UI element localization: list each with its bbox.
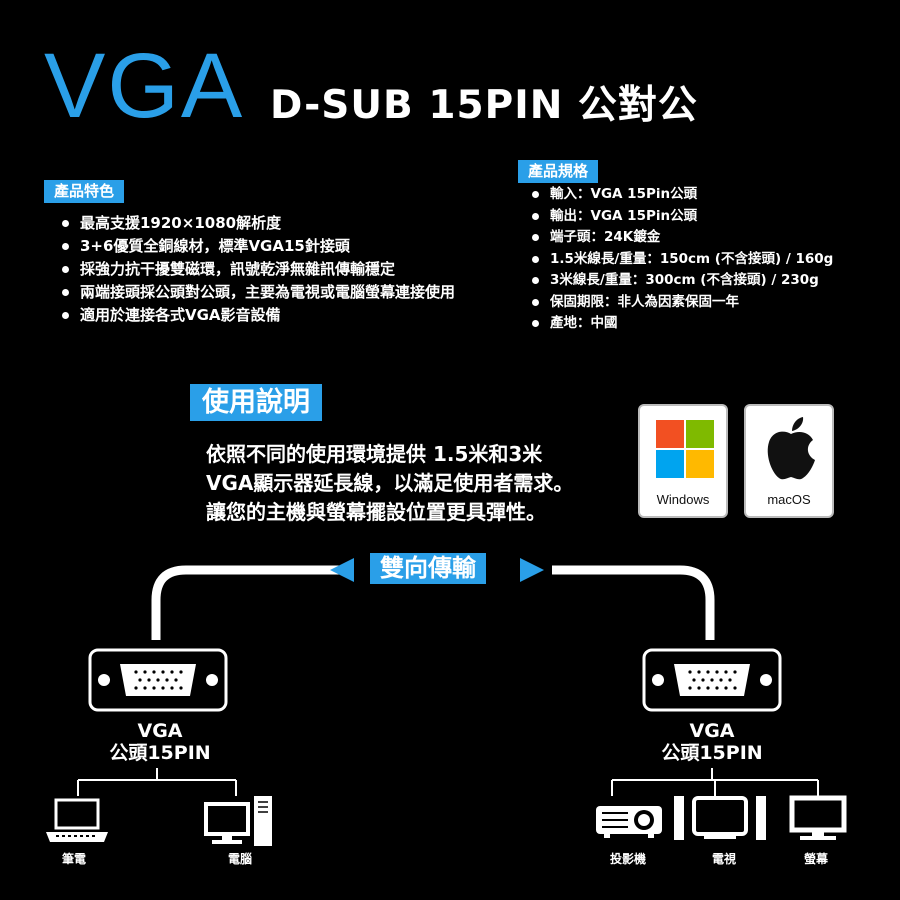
connector-spec: 公頭15PIN	[109, 742, 211, 764]
usage-line: 讓您的主機與螢幕擺設位置更具彈性。	[206, 500, 546, 524]
feature-item: 採強力抗干擾雙磁環，訊號乾淨無雜訊傳輸穩定	[58, 258, 528, 281]
spec-item: 產地：中國	[528, 313, 888, 335]
feature-item: 適用於連接各式VGA影音設備	[58, 304, 528, 327]
arrow-right-icon	[520, 558, 544, 582]
device-label-monitor: 螢幕	[804, 852, 829, 866]
vga-connector-left-icon	[88, 648, 228, 712]
macos-tile: macOS	[744, 404, 834, 518]
device-label-laptop: 筆電	[62, 852, 87, 866]
feature-item: 兩端接頭採公頭對公頭，主要為電視或電腦螢幕連接使用	[58, 281, 528, 304]
spec-item: 輸入：VGA 15Pin公頭	[528, 184, 888, 206]
spec-item: 保固期限：非人為因素保固一年	[528, 292, 888, 314]
apple-icon	[767, 417, 815, 480]
macos-label: macOS	[767, 492, 811, 507]
features-list: 最高支援1920×1080解析度 3+6優質全銅線材，標準VGA15針接頭 採強…	[58, 212, 528, 327]
vga-connector-right-icon	[642, 648, 782, 712]
specs-list: 輸入：VGA 15Pin公頭 輸出：VGA 15Pin公頭 端子頭：24K鍍金 …	[528, 184, 888, 335]
device-label-computer: 電腦	[228, 852, 253, 866]
feature-item: 最高支援1920×1080解析度	[58, 212, 528, 235]
page-title: D-SUB 15PIN 公對公	[270, 83, 698, 128]
usage-line: 依照不同的使用環境提供 1.5米和3米	[206, 442, 543, 466]
spec-item: 輸出：VGA 15Pin公頭	[528, 206, 888, 228]
projector-icon	[596, 806, 662, 838]
specs-tag: 產品規格	[518, 160, 599, 183]
laptop-icon	[46, 798, 108, 842]
spec-item: 1.5米線長/重量：150cm (不含接頭) / 160g	[528, 249, 888, 271]
spec-item: 3米線長/重量：300cm (不含接頭) / 230g	[528, 270, 888, 292]
features-tag: 產品特色	[44, 180, 125, 203]
usage-text: 依照不同的使用環境提供 1.5米和3米 VGA顯示器延長線，以滿足使用者需求。 …	[206, 440, 573, 527]
usage-tag: 使用說明	[190, 384, 322, 422]
vga-logo: VGA	[44, 35, 245, 137]
cable-right	[552, 565, 715, 640]
right-connector-label: VGA 公頭15PIN	[652, 720, 772, 764]
bidirectional-label: 雙向傳輸	[370, 553, 486, 584]
windows-label: Windows	[656, 492, 710, 507]
windows-tile: Windows	[638, 404, 728, 518]
feature-item: 3+6優質全銅線材，標準VGA15針接頭	[58, 235, 528, 258]
device-label-tv: 電視	[712, 852, 737, 866]
arrow-left-icon	[330, 558, 354, 582]
cable-left	[151, 565, 350, 640]
usage-line: VGA顯示器延長線，以滿足使用者需求。	[206, 471, 574, 495]
connector-type: VGA	[137, 720, 183, 742]
desktop-computer-icon	[204, 796, 272, 846]
left-connector-label: VGA 公頭15PIN	[100, 720, 220, 764]
tv-icon	[674, 796, 766, 840]
device-label-projector: 投影機	[610, 852, 647, 866]
spec-item: 端子頭：24K鍍金	[528, 227, 888, 249]
windows-icon	[656, 420, 714, 478]
connector-spec: 公頭15PIN	[661, 742, 763, 764]
monitor-icon	[789, 795, 847, 840]
connector-type: VGA	[689, 720, 735, 742]
